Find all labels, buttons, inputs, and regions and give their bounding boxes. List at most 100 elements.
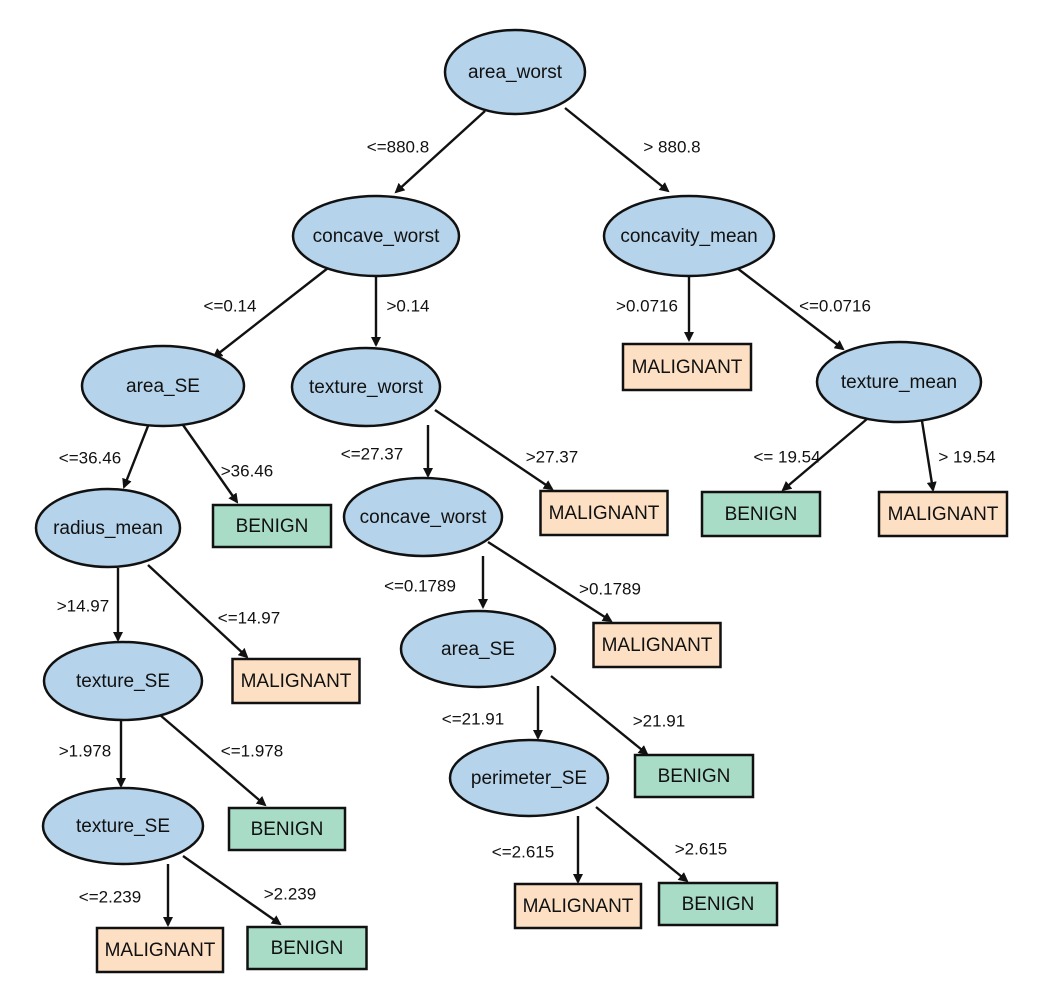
edge-area_worst-to-concave_worst_1: <=880.8 [367,110,486,194]
edge-condition-label: <=2.239 [79,887,141,906]
decision-node-label: area_SE [441,639,515,660]
edge-condition-label: >2.239 [264,884,316,903]
leaf-node-label: MALIGNANT [549,503,660,524]
decision-node-label: area_SE [126,376,200,397]
decision-node-ellipse [290,346,442,428]
edge-condition-label: <=0.1789 [384,576,456,595]
edge-perimeter_SE-to-benign_pSE: >2.615 [595,806,727,883]
leaf-node-label: MALIGNANT [602,635,713,656]
edge-radius_mean-to-malignant_rm: <=14.97 [147,564,280,659]
edge-texture_mean-to-benign_tm: <= 19.54 [753,418,868,492]
edge-concavity_mean-to-malignant_cm: >0.0716 [616,276,694,342]
edge-condition-label: >2.615 [675,839,727,858]
malignant-leaf-box [513,882,643,930]
node-concavity_mean: concavity_mean [602,194,776,278]
node-malignant_cw2: MALIGNANT [592,621,722,669]
node-benign_aSE2: BENIGN [633,753,755,799]
edge-area_SE_1-to-benign_aSE1: >36.46 [182,424,273,504]
edge-concave_worst_1-to-texture_worst: >0.14 [371,276,430,347]
edge-texture_SE_1-to-benign_tSE1: <=1.978 [159,714,283,807]
edge-arrow [182,855,282,926]
decision-node-ellipse [291,194,461,278]
decision-node-ellipse [80,344,246,428]
edge-arrow [550,675,649,756]
malignant-leaf-box [592,621,722,669]
nodes-layer: area_worst concave_worst concavity_meanMAL… [34,28,1009,974]
decision-node-ellipse [42,640,204,722]
leaf-node-label: BENIGN [271,938,344,959]
edge-condition-label: <=880.8 [367,137,429,156]
edge-condition-label: <= 19.54 [753,447,820,466]
edge-arrow [147,564,249,659]
malignant-leaf-box [95,926,225,974]
node-benign_aSE1: BENIGN [211,503,333,549]
edge-area_SE_2-to-benign_aSE2: >21.91 [550,675,685,756]
edge-condition-label: <=21.91 [442,709,504,728]
leaf-node-label: MALIGNANT [632,357,743,378]
benign-leaf-box [227,806,347,852]
node-area_SE_2: area_SE [399,609,557,689]
edge-arrow [736,267,845,351]
leaf-node-label: BENIGN [236,516,309,537]
node-malignant_cm: MALIGNANT [621,342,753,392]
edge-texture_SE_2-to-benign_tSE2: >2.239 [182,855,316,926]
edge-condition-label: >1.978 [59,741,111,760]
edge-texture_worst-to-malignant_tw: >27.37 [434,409,578,491]
edge-texture_SE_2-to-malignant_tSE2: <=2.239 [79,864,173,927]
leaf-node-label: BENIGN [658,766,731,787]
decision-node-label: area_worst [468,62,563,83]
edge-condition-label: >0.14 [386,296,429,315]
edge-arrow [182,424,239,504]
edge-area_SE_1-to-radius_mean: <=36.46 [59,425,150,489]
leaf-node-label: MALIGNANT [241,671,352,692]
edge-condition-label: <=27.37 [341,444,403,463]
decision-node-label: perimeter_SE [471,768,587,789]
decision-node-label: texture_SE [76,816,170,837]
node-malignant_tm: MALIGNANT [877,490,1009,538]
leaf-node-label: MALIGNANT [523,896,634,917]
node-malignant_tSE2: MALIGNANT [95,926,225,974]
node-benign_pSE: BENIGN [657,881,779,927]
decision-node-ellipse [815,340,983,424]
edge-arrow [920,420,937,492]
edge-condition-label: >27.37 [526,447,578,466]
edge-radius_mean-to-texture_SE_1: >14.97 [57,568,123,642]
decision-node-label: texture_SE [76,671,170,692]
decision-node-label: concave_worst [313,226,440,247]
edge-arrow [487,540,613,623]
edge-arrow [212,267,329,359]
node-texture_worst: texture_worst [290,346,442,428]
node-area_worst: area_worst [443,28,587,116]
benign-leaf-box [246,925,368,971]
edge-condition-label: <=2.615 [492,842,554,861]
node-benign_tSE1: BENIGN [227,806,347,852]
node-benign_tm: BENIGN [700,490,822,538]
benign-leaf-box [700,490,822,538]
edge-condition-label: >21.91 [633,711,685,730]
edges-layer: <=880.8> 880.8>0.0716<=0.0716<= 19.54> 1… [57,107,996,927]
node-area_SE_1: area_SE [80,344,246,428]
edge-condition-label: <=36.46 [59,448,121,467]
decision-node-label: concave_worst [360,507,487,528]
node-benign_tSE2: BENIGN [246,925,368,971]
edge-concave_worst_2-to-area_SE_2: <=0.1789 [384,556,488,609]
edge-concave_worst_2-to-malignant_cw2: >0.1789 [487,540,641,623]
edge-perimeter_SE-to-malignant_pSE: <=2.615 [492,816,583,884]
malignant-leaf-box [877,490,1009,538]
edge-concavity_mean-to-texture_mean: <=0.0716 [736,267,871,351]
decision-node-ellipse [34,487,182,569]
edge-arrow [159,714,267,807]
decision-node-ellipse [448,738,610,818]
decision-node-label: radius_mean [53,518,163,539]
malignant-leaf-box [621,342,753,392]
leaf-node-label: BENIGN [682,894,755,915]
edge-condition-label: <=14.97 [218,608,280,627]
node-malignant_pSE: MALIGNANT [513,882,643,930]
edge-condition-label: <=0.14 [204,296,257,315]
leaf-node-label: MALIGNANT [888,504,999,525]
edge-condition-label: > 880.8 [643,137,700,156]
leaf-node-label: BENIGN [725,504,798,525]
edge-texture_worst-to-concave_worst_2: <=27.37 [341,425,433,478]
edge-texture_SE_1-to-texture_SE_2: >1.978 [59,720,126,788]
